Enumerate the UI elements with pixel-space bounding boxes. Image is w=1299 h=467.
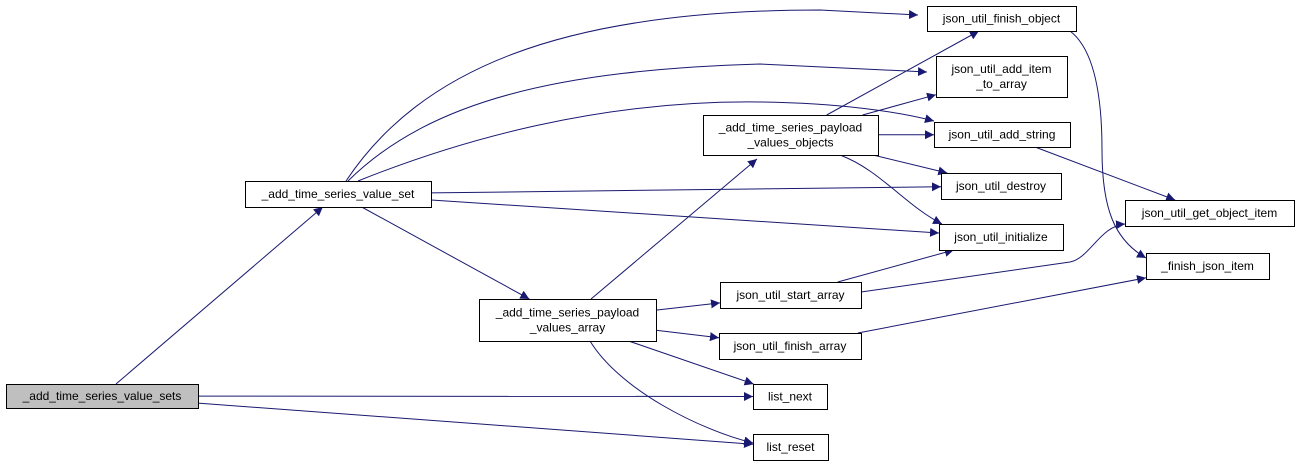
edge-value-set-to-add-string [357, 101, 935, 182]
node-label: json_util_start_array [735, 288, 844, 302]
node-label: _values_array [529, 321, 605, 335]
node-label: _values_objects [746, 136, 833, 150]
node-label: _add_time_series_payload [495, 306, 639, 320]
edge-payload-values-array-to-payload-values-objects [590, 158, 758, 300]
node-start-array[interactable]: json_util_start_array [720, 282, 862, 309]
node-box [703, 115, 879, 156]
node-initialize[interactable]: json_util_initialize [939, 224, 1064, 251]
edge-payload-values-objects-to-initialize [839, 154, 943, 225]
node-box [1125, 200, 1295, 227]
node-finish-array[interactable]: json_util_finish_array [719, 333, 862, 360]
node-finish-json-item[interactable]: _finish_json_item [1146, 253, 1270, 280]
edge-payload-values-array-to-finish-array [655, 329, 720, 342]
edge-payload-values-objects-to-destroy [872, 154, 948, 176]
node-label: json_util_get_object_item [1141, 206, 1277, 220]
node-label: json_util_finish_array [733, 339, 847, 353]
node-label: _finish_json_item [1160, 259, 1254, 273]
node-label: list_reset [766, 440, 815, 454]
node-label: list_next [768, 390, 813, 404]
node-label: json_util_initialize [953, 230, 1048, 244]
edge-value-set-to-destroy [430, 182, 942, 194]
node-label: _add_time_series_value_set [261, 187, 415, 201]
node-label: json_util_add_string [948, 128, 1056, 142]
node-box [245, 181, 432, 208]
node-box [936, 56, 1068, 98]
node-box [719, 333, 862, 360]
edge-finish-array-to-finish-json-item [857, 275, 1147, 334]
node-value-set[interactable]: _add_time_series_value_set [245, 181, 432, 208]
edge-payload-values-array-to-list-reset [589, 340, 754, 446]
node-payload-values-array[interactable]: _add_time_series_payload_values_array [479, 299, 657, 342]
edge-finish-object-to-finish-json-item [1069, 30, 1147, 259]
node-get-object-item[interactable]: json_util_get_object_item [1125, 200, 1295, 227]
node-payload-values-objects[interactable]: _add_time_series_payload_values_objects [703, 115, 879, 156]
edge-value-set-to-initialize [430, 199, 940, 237]
edge-value-set-to-finish-object [345, 9, 919, 182]
node-box [939, 224, 1064, 251]
node-label: _add_time_series_value_sets [22, 389, 182, 403]
node-box [934, 122, 1071, 148]
node-label: json_util_finish_object [942, 12, 1061, 26]
edge-start-array-to-initialize [837, 248, 954, 283]
node-label: _add_time_series_payload [718, 121, 862, 135]
node-add-string[interactable]: json_util_add_string [934, 122, 1071, 148]
edge-root-to-list-reset [197, 402, 754, 449]
node-box [941, 173, 1062, 200]
edge-root-to-value-set [115, 206, 324, 385]
node-label: _to_array [975, 77, 1027, 91]
node-finish-object[interactable]: json_util_finish_object [927, 6, 1077, 32]
node-box [720, 282, 862, 309]
edge-value-set-to-payload-values-array [361, 206, 530, 300]
node-box [927, 6, 1077, 32]
node-label: json_util_destroy [955, 179, 1046, 193]
node-add-item-to-array[interactable]: json_util_add_item_to_array [936, 56, 1068, 98]
node-list-next[interactable]: list_next [753, 384, 828, 410]
node-box [479, 299, 657, 342]
node-destroy[interactable]: json_util_destroy [941, 173, 1062, 200]
node-box [753, 384, 828, 410]
node-list-reset[interactable]: list_reset [753, 434, 829, 461]
node-label: json_util_add_item [950, 62, 1051, 76]
node-box [6, 384, 199, 409]
edge-add-string-to-get-object-item [1034, 146, 1176, 202]
node-box [1146, 253, 1270, 280]
edge-start-array-to-get-object-item [860, 220, 1126, 293]
edge-value-set-to-add-item-to-array [347, 63, 928, 182]
edge-payload-values-objects-to-add-item-to-array [862, 92, 937, 116]
edge-payload-values-array-to-list-next [628, 340, 754, 386]
node-box [753, 434, 829, 461]
edge-payload-values-array-to-start-array [655, 299, 721, 311]
node-root[interactable]: _add_time_series_value_sets [6, 384, 199, 409]
edge-payload-values-objects-to-finish-object [826, 30, 980, 116]
